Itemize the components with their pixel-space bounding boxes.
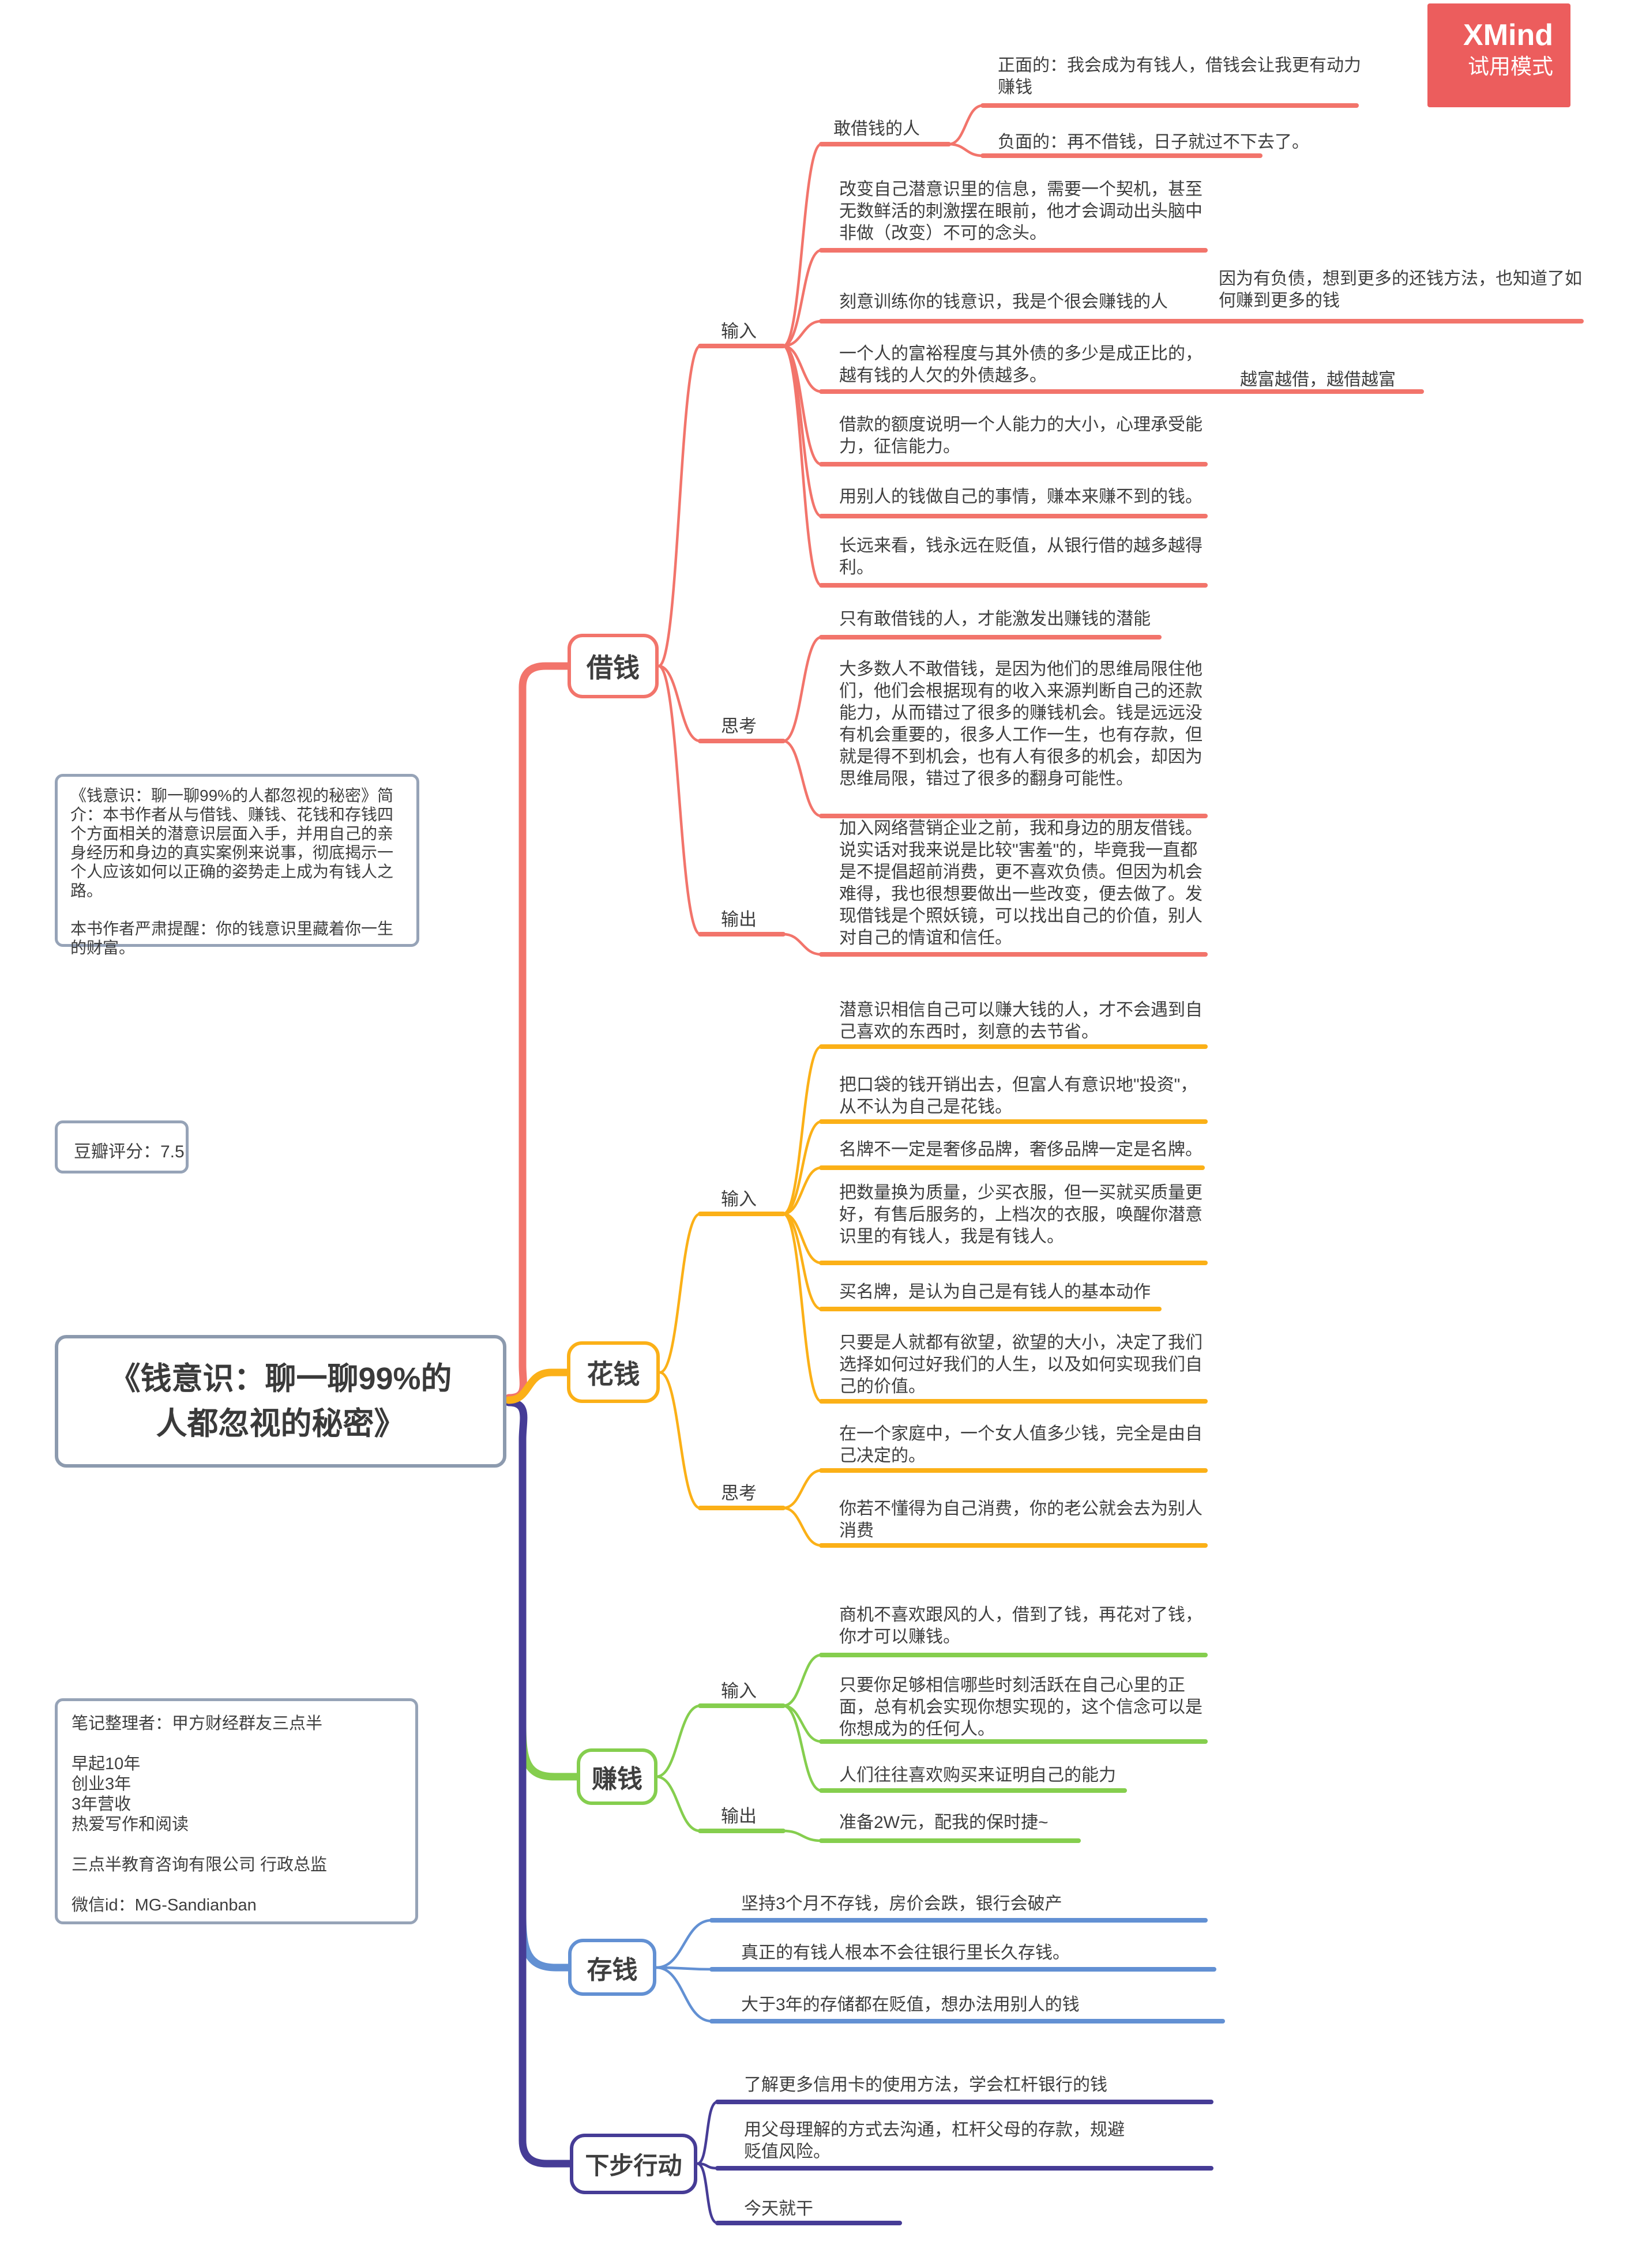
- leaf-loan-quota[interactable]: 借款的额度说明一个人能力的大小，心理承受能力，征信能力。: [839, 415, 1203, 456]
- earn-input-label[interactable]: 输入: [721, 1681, 757, 1701]
- xmind-trial-badge: XMind 试用模式: [1427, 3, 1570, 107]
- organizer-note[interactable]: 笔记整理者：甲方财经群友三点半 早起10年 创业3年 3年营收 热爱写作和阅读 …: [55, 1698, 418, 1924]
- leaf-family-worth[interactable]: 在一个家庭中，一个女人值多少钱，完全是由自己决定的。: [839, 1424, 1203, 1465]
- xmind-logo-text: XMind: [1463, 18, 1553, 52]
- leaf-pocket-invest[interactable]: 把口袋的钱开销出去，但富人有意识地"投资"，从不认为自己是花钱。: [839, 1075, 1198, 1116]
- borrow-think-label[interactable]: 思考: [721, 716, 757, 736]
- leaf-brand-luxury[interactable]: 名牌不一定是奢侈品牌，奢侈品牌一定是名牌。: [839, 1140, 1203, 1159]
- leaf-rich-loop[interactable]: 越富越借，越借越富: [1240, 370, 1396, 389]
- leaf-money-devalue[interactable]: 长远来看，钱永远在贬值，从银行借的越多越得利。: [839, 536, 1203, 577]
- leaf-rich-ratio[interactable]: 一个人的富裕程度与其外债的多少是成正比的，越有钱的人欠的外债越多。: [839, 344, 1203, 385]
- douban-rating-note[interactable]: 豆瓣评分：7.5: [55, 1120, 189, 1174]
- spend-input-label[interactable]: 输入: [721, 1189, 757, 1209]
- leaf-debt-motivation[interactable]: 因为有负债，想到更多的还钱方法，也知道了如何赚到更多的钱: [1219, 269, 1582, 310]
- leaf-desire-size[interactable]: 只要是人就都有欲望，欲望的大小，决定了我们选择如何过好我们的人生，以及如何实现我…: [839, 1333, 1203, 1396]
- leaf-dare-negative[interactable]: 负面的：再不借钱，日子就过不下去了。: [998, 133, 1309, 152]
- leaf-believe-positive[interactable]: 只要你足够相信哪些时刻活跃在自己心里的正面，总有机会实现你想实现的，这个信念可以…: [839, 1676, 1203, 1739]
- leaf-buy-famous-brand[interactable]: 买名牌，是认为自己是有钱人的基本动作: [839, 1282, 1151, 1302]
- topic-borrow[interactable]: 借钱: [568, 634, 659, 698]
- central-topic[interactable]: 《钱意识：聊一聊99%的 人都忽视的秘密》: [55, 1335, 506, 1468]
- leaf-use-others-money[interactable]: 用别人的钱做自己的事情，赚本来赚不到的钱。: [839, 487, 1203, 506]
- leaf-consume-for-self[interactable]: 你若不懂得为自己消费，你的老公就会去为别人消费: [839, 1499, 1203, 1540]
- leaf-opportunity-no-follow[interactable]: 商机不喜欢跟风的人，借到了钱，再花对了钱，你才可以赚钱。: [839, 1605, 1203, 1646]
- topic-save[interactable]: 存钱: [568, 1939, 656, 1996]
- leaf-majority-fear[interactable]: 大多数人不敢借钱，是因为他们的思维局限住他们，他们会根据现有的收入来源判断自己的…: [839, 660, 1203, 788]
- leaf-dare-positive[interactable]: 正面的：我会成为有钱人，借钱会让我更有动力赚钱: [998, 56, 1361, 97]
- leaf-dare-borrow[interactable]: 敢借钱的人: [833, 119, 920, 138]
- leaf-creditcard-leverage[interactable]: 了解更多信用卡的使用方法，学会杠杆银行的钱: [744, 2075, 1107, 2094]
- earn-output-label[interactable]: 输出: [721, 1806, 757, 1826]
- leaf-storage-devalue[interactable]: 大于3年的存储都在贬值，想办法用别人的钱: [741, 1995, 1080, 2014]
- leaf-rich-no-longterm-saving[interactable]: 真正的有钱人根本不会往银行里长久存钱。: [741, 1943, 1070, 1962]
- book-intro-note[interactable]: 《钱意识：聊一聊99%的人都忽视的秘密》简介：本书作者从与借钱、赚钱、花钱和存钱…: [55, 774, 419, 957]
- leaf-subconscious-bigmoney[interactable]: 潜意识相信自己可以赚大钱的人，才不会遇到自己喜欢的东西时，刻意的去节省。: [839, 1001, 1203, 1041]
- spend-think-label[interactable]: 思考: [721, 1483, 757, 1503]
- leaf-parents-communication[interactable]: 用父母理解的方式去沟通，杠杆父母的存款，规避贬值风险。: [744, 2120, 1125, 2161]
- leaf-train-awareness[interactable]: 刻意训练你的钱意识，我是个很会赚钱的人: [839, 292, 1168, 311]
- leaf-buy-to-prove[interactable]: 人们往往喜欢购买来证明自己的能力: [839, 1766, 1116, 1785]
- borrow-output-label[interactable]: 输出: [721, 909, 757, 930]
- topic-next-action[interactable]: 下步行动: [570, 2134, 697, 2194]
- leaf-dare-potential[interactable]: 只有敢借钱的人，才能激发出赚钱的潜能: [839, 610, 1151, 629]
- leaf-do-it-today[interactable]: 今天就干: [744, 2199, 813, 2218]
- leaf-quality-over-quantity[interactable]: 把数量换为质量，少买衣服，但一买就买质量更好，有售后服务的，上档次的衣服，唤醒你…: [839, 1183, 1203, 1246]
- topic-earn[interactable]: 赚钱: [577, 1748, 657, 1805]
- trial-mode-label: 试用模式: [1468, 55, 1553, 78]
- leaf-porsche-plan[interactable]: 准备2W元，配我的保时捷~: [839, 1813, 1049, 1832]
- leaf-no-saving-3months[interactable]: 坚持3个月不存钱，房价会跌，银行会破产: [741, 1894, 1062, 1913]
- leaf-change-subconscious[interactable]: 改变自己潜意识里的信息，需要一个契机，甚至无数鲜活的刺激摆在眼前，他才会调动出头…: [839, 180, 1203, 243]
- topic-spend[interactable]: 花钱: [567, 1341, 660, 1403]
- leaf-join-marketing[interactable]: 加入网络营销企业之前，我和身边的朋友借钱。说实话对我来说是比较"害羞"的，毕竟我…: [839, 819, 1203, 947]
- borrow-input-label[interactable]: 输入: [721, 321, 757, 341]
